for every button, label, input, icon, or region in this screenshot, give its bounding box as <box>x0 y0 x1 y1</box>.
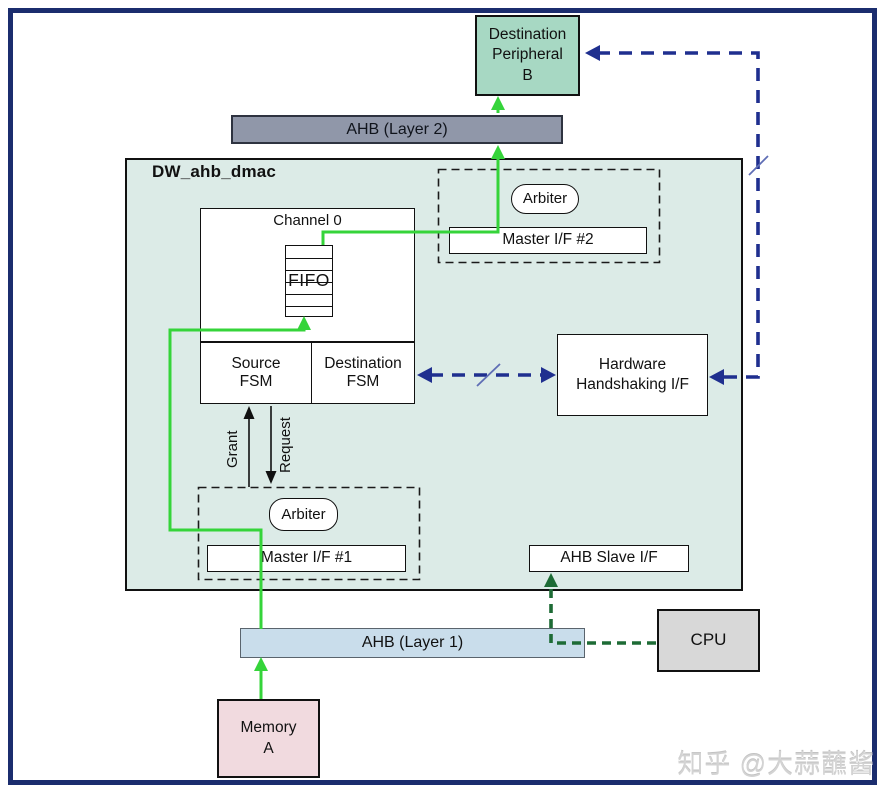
ahb-layer1-bus-bar: AHB (Layer 1) <box>240 628 585 658</box>
watermark: 知乎 @大蒜蘸酱 <box>677 749 875 779</box>
fifo-row-line <box>286 294 332 295</box>
fsm-box: Source FSM Destination FSM <box>200 342 415 404</box>
cpu-box: CPU <box>657 609 760 672</box>
dw-ahb-dmac-title: DW_ahb_dmac <box>152 162 277 181</box>
fifo-row-line <box>286 282 332 283</box>
fifo-label: FIFO <box>288 270 330 290</box>
destination-peripheral-b-box: Destination Peripheral B <box>475 15 580 96</box>
ahb-slave-if-box: AHB Slave I/F <box>529 545 689 572</box>
grant-label: Grant <box>224 430 242 468</box>
request-label: Request <box>277 417 295 473</box>
master-if1-box: Master I/F #1 <box>207 545 406 572</box>
outer-frame <box>8 8 877 785</box>
channel0-label: Channel 0 <box>273 212 342 229</box>
fifo-row-line <box>286 306 332 307</box>
arbiter-master1-label: Arbiter <box>269 498 338 531</box>
destination-fsm-cell: Destination FSM <box>324 355 402 390</box>
master-if2-box: Master I/F #2 <box>449 227 647 254</box>
hardware-handshaking-box: Hardware Handshaking I/F <box>557 334 708 416</box>
memory-a-box: Memory A <box>217 699 320 778</box>
fifo-row-line <box>286 270 332 271</box>
ahb-layer2-bus-bar: AHB (Layer 2) <box>231 115 563 144</box>
arbiter-master2-label: Arbiter <box>511 184 579 214</box>
fifo-row-line <box>286 258 332 259</box>
source-fsm-cell: Source FSM <box>201 343 312 403</box>
